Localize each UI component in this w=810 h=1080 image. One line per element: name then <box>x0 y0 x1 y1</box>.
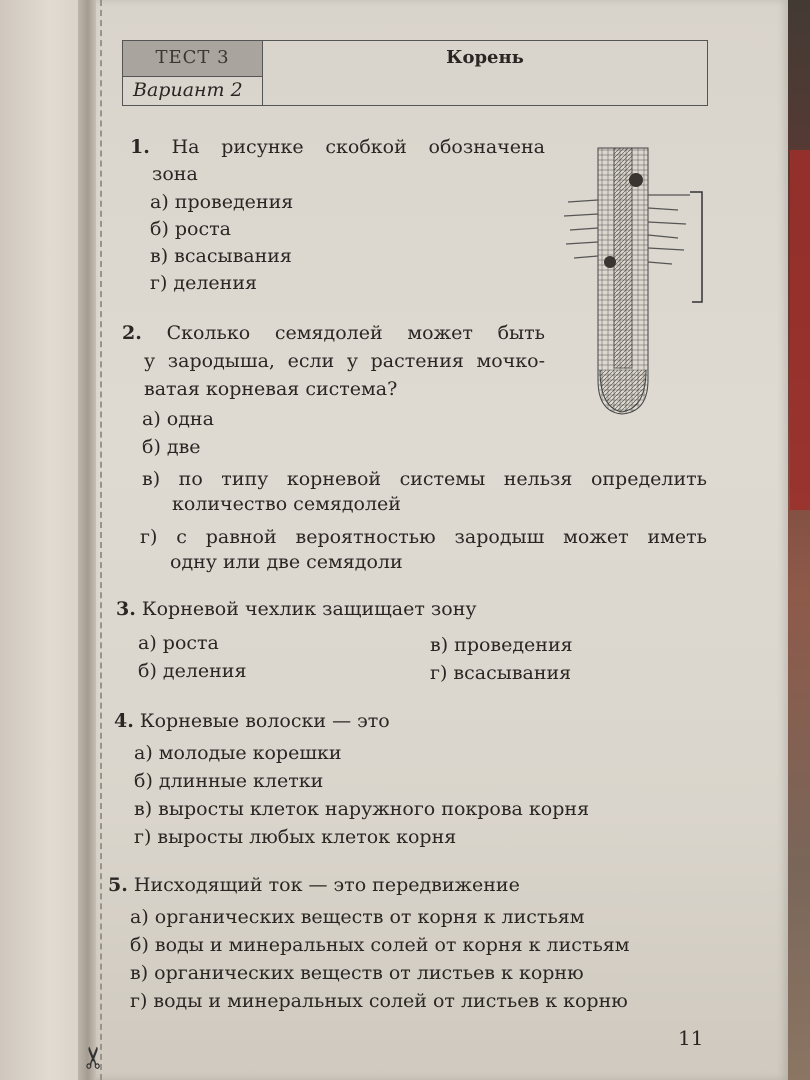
question-number: 2. <box>122 322 142 344</box>
book-page <box>96 0 788 1080</box>
book-spine <box>78 0 100 1080</box>
option-1b: б) роста <box>150 218 231 240</box>
test-header: ТЕСТ 3 Вариант 2 Корень <box>122 40 708 106</box>
option-2d: г) с равной вероятностью зародыш может и… <box>140 526 707 548</box>
option-4d: г) выросты любых клеток корня <box>134 826 457 848</box>
root-diagram-icon <box>563 147 703 415</box>
question-2-cont: у зародыша, если у растения мочко- <box>144 350 545 372</box>
page-title: Корень <box>446 47 524 68</box>
question-text: Нисходящий ток — это передвижение <box>133 874 520 896</box>
question-1-cont: зона <box>152 163 198 185</box>
background-red-object <box>790 150 810 510</box>
question-number: 1. <box>130 136 150 158</box>
option-1a: а) проведения <box>150 191 294 213</box>
option-2c: в) по типу корневой системы нельзя опред… <box>142 468 707 490</box>
question-4: 4. Корневые волоски — это <box>114 708 390 735</box>
option-1d: г) деления <box>150 272 257 294</box>
question-number: 5. <box>108 874 128 896</box>
scissors-icon: ✂ <box>77 1044 113 1071</box>
option-5d: г) воды и минеральных солей от листьев к… <box>130 990 628 1012</box>
option-2b: б) две <box>142 436 201 458</box>
option-2d-cont: одну или две семядоли <box>170 551 403 573</box>
question-number: 3. <box>116 598 136 620</box>
option-2a: а) одна <box>142 408 214 430</box>
option-5a: а) органических веществ от корня к листь… <box>130 906 585 928</box>
question-text: Корневые волоски — это <box>139 710 390 732</box>
question-2: 2. Сколько семядолей может быть <box>122 320 545 347</box>
option-2c-cont: количество семядолей <box>172 493 401 515</box>
question-text: Сколько семядолей может быть <box>166 322 545 344</box>
option-5c: в) органических веществ от листьев к кор… <box>130 962 584 984</box>
option-3a: а) роста <box>138 632 219 654</box>
question-text: Корневой чехлик защищает зону <box>141 598 477 620</box>
option-3d: г) всасывания <box>430 662 572 684</box>
option-1c: в) всасывания <box>150 245 292 267</box>
page-number: 11 <box>678 1026 704 1050</box>
option-4a: а) молодые корешки <box>134 742 342 764</box>
variant-label: Вариант 2 <box>123 77 263 105</box>
question-2-cont2: ватая корневая система? <box>144 378 398 400</box>
question-text: На рисунке скобкой обозначена <box>171 136 545 158</box>
option-4c: в) выросты клеток наружного покрова корн… <box>134 798 590 820</box>
cut-line <box>100 0 102 1080</box>
question-5: 5. Нисходящий ток — это передвижение <box>108 872 520 899</box>
test-label: ТЕСТ 3 <box>123 41 263 77</box>
left-page-background <box>0 0 92 1080</box>
question-number: 4. <box>114 710 134 732</box>
option-3c: в) проведения <box>430 634 573 656</box>
option-4b: б) длинные клетки <box>134 770 324 792</box>
question-3: 3. Корневой чехлик защищает зону <box>116 596 477 623</box>
question-1: 1. На рисунке скобкой обозначена <box>130 134 545 161</box>
option-5b: б) воды и минеральных солей от корня к л… <box>130 934 630 956</box>
option-3b: б) деления <box>138 660 247 682</box>
